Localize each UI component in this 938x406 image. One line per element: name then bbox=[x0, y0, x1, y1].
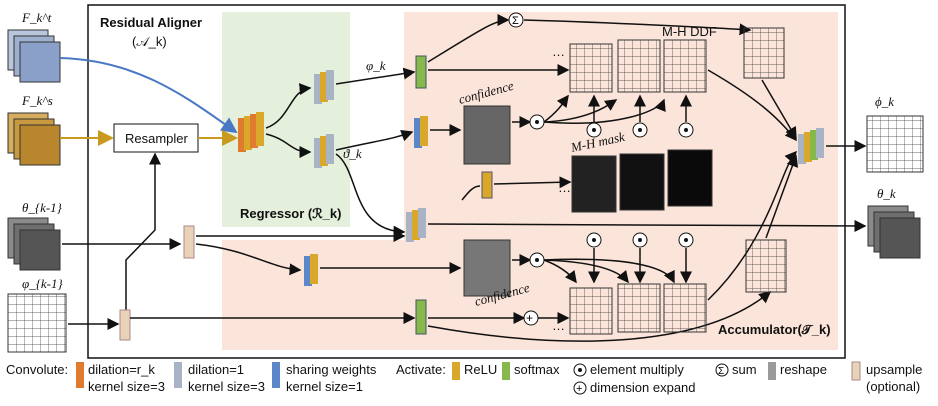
legend-swatch-dil1 bbox=[174, 362, 182, 388]
relu-middle-block bbox=[481, 171, 493, 199]
svg-text:+: + bbox=[576, 383, 582, 395]
vartheta-label: ϑ_k bbox=[343, 146, 362, 161]
mh-mask-1 bbox=[571, 155, 617, 213]
theta-output-label: θ_k bbox=[877, 186, 896, 201]
legend-swatch-upsample bbox=[851, 361, 861, 381]
ddf-bottom-1 bbox=[569, 287, 613, 335]
upsample-theta-block bbox=[183, 225, 195, 259]
ddf-top-3 bbox=[663, 39, 707, 93]
upsample-phi-block bbox=[119, 309, 131, 341]
legend-upsample-1: upsample bbox=[866, 362, 922, 377]
mh-ddf-label: M-H DDF bbox=[662, 24, 717, 39]
legend-activate: Activate: bbox=[396, 362, 446, 377]
ellipsis-top: … bbox=[552, 44, 565, 59]
regressor-top-conv bbox=[314, 70, 334, 104]
legend-dim-expand: dimension expand bbox=[590, 380, 696, 395]
legend-swatch-share bbox=[272, 362, 280, 388]
ellipsis-mid: … bbox=[558, 180, 571, 195]
legend-dil1-2: kernel size=3 bbox=[188, 379, 265, 394]
svg-text:+: + bbox=[526, 311, 533, 325]
ft-arrow bbox=[59, 57, 238, 134]
residual-aligner-box bbox=[87, 4, 846, 359]
legend-share-2: kernel size=1 bbox=[286, 379, 363, 394]
phi-output-label: ϕ_k bbox=[875, 94, 894, 109]
legend-swatch-dil-rk bbox=[76, 362, 84, 388]
mh-mask-2 bbox=[619, 153, 665, 211]
ft-image-stack bbox=[7, 29, 61, 83]
phi-prev-grid bbox=[7, 293, 67, 353]
fs-label: F_k^s bbox=[21, 93, 53, 108]
confidence-bottom-image bbox=[463, 239, 511, 297]
legend-dil-rk-1: dilation=r_k bbox=[88, 362, 155, 377]
legend-softmax: softmax bbox=[514, 362, 560, 377]
softmax-top-block bbox=[415, 55, 427, 89]
legend-dil-rk-2: kernel size=3 bbox=[88, 379, 165, 394]
legend-sum-icon bbox=[715, 363, 729, 377]
varphi-label: φ_k bbox=[366, 58, 386, 73]
legend-elem-mult: element multiply bbox=[590, 362, 684, 377]
phi-prev-label: φ_{k-1} bbox=[22, 276, 63, 291]
acc-top-grid bbox=[743, 27, 785, 79]
resampler-label: Resampler bbox=[125, 131, 189, 146]
legend-relu: ReLU bbox=[464, 362, 497, 377]
legend-swatch-relu bbox=[452, 362, 460, 380]
legend-swatch-softmax bbox=[502, 362, 510, 380]
regressor-input-conv-stack bbox=[238, 112, 264, 152]
mh-mask-3 bbox=[667, 149, 713, 207]
legend-convolute: Convolute: bbox=[6, 362, 68, 377]
ddf-top-2 bbox=[617, 39, 661, 93]
upsample-to-resampler-arrow bbox=[125, 152, 161, 312]
legend-expand-icon bbox=[573, 381, 587, 395]
ddf-bottom-2 bbox=[617, 283, 661, 333]
ddf-bottom-3 bbox=[663, 283, 707, 333]
relu-blue-conv-bottom bbox=[304, 254, 318, 286]
phi-output-grid bbox=[866, 115, 924, 173]
svg-text:Σ: Σ bbox=[718, 366, 724, 377]
ddf-top-1 bbox=[569, 43, 613, 93]
fs-image-stack bbox=[7, 112, 61, 166]
theta-middle-conv bbox=[406, 208, 426, 242]
softmax-bottom-block bbox=[415, 299, 427, 335]
legend-dil1-1: dilation=1 bbox=[188, 362, 244, 377]
theta-prev-stack bbox=[7, 217, 61, 271]
legend-swatch-reshape bbox=[768, 362, 776, 380]
legend: Convolute: dilation=r_k kernel size=3 di… bbox=[6, 361, 922, 395]
theta-output-stack bbox=[867, 205, 921, 259]
theta-prev-label: θ_{k-1} bbox=[22, 200, 63, 215]
svg-text:Σ: Σ bbox=[512, 15, 519, 27]
accumulator-title: Accumulator(𝒯_k) bbox=[718, 322, 831, 337]
aligner-symbol: (𝒜_k) bbox=[132, 34, 167, 49]
accumulator-output-conv bbox=[798, 128, 824, 164]
regressor-bottom-conv bbox=[314, 134, 334, 168]
confidence-top-image bbox=[463, 105, 511, 165]
ellipsis-bottom: … bbox=[552, 318, 565, 333]
ft-label: F_k^t bbox=[21, 10, 52, 25]
legend-reshape: reshape bbox=[780, 362, 827, 377]
legend-sum: sum bbox=[732, 362, 757, 377]
legend-share-1: sharing weights bbox=[286, 362, 377, 377]
aligner-title: Residual Aligner bbox=[100, 15, 202, 30]
regressor-title: Regressor (ℛ_k) bbox=[240, 206, 341, 221]
relu-blue-conv-top bbox=[414, 116, 428, 148]
legend-upsample-2: (optional) bbox=[866, 379, 920, 394]
sum-node bbox=[508, 12, 524, 28]
acc-bottom-grid bbox=[745, 239, 787, 293]
resampler-box bbox=[113, 123, 199, 153]
